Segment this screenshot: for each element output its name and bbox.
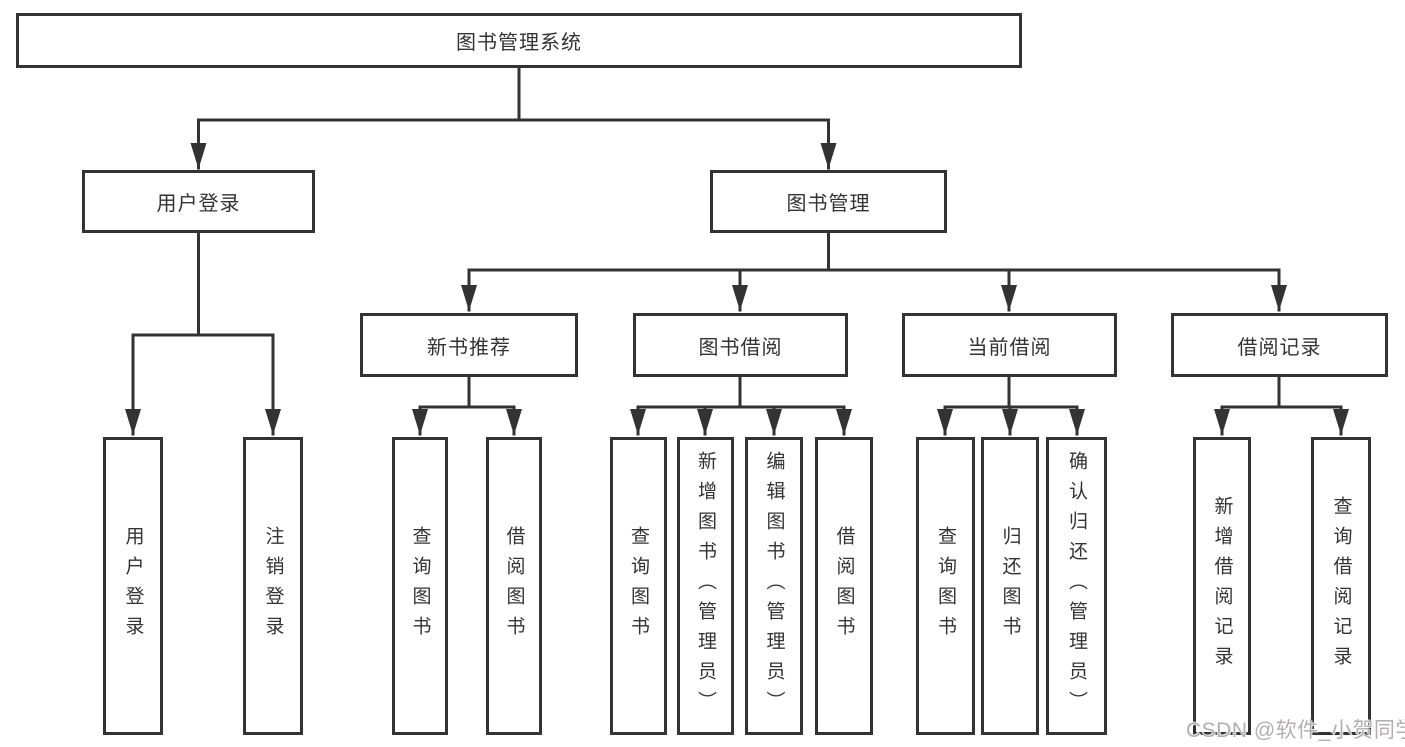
node-user-login-label: 用户登录 — [156, 193, 241, 215]
leaf-logout-label: 注销登录 — [262, 526, 284, 646]
leaf-query-borrow-record-label: 查询借阅记录 — [1330, 496, 1352, 676]
leaf-logout: 注销登录 — [243, 437, 303, 735]
leaf-confirm-return: 确认归还（管理员） — [1046, 437, 1107, 735]
leaf-add-borrow-record-label: 新增借阅记录 — [1211, 496, 1233, 676]
leaf-edit-book-label: 编辑图书（管理员） — [763, 451, 785, 721]
leaf-query-books-3-label: 查询图书 — [935, 526, 956, 646]
leaf-user-login: 用户登录 — [103, 437, 163, 735]
leaf-user-login-label: 用户登录 — [122, 526, 144, 646]
leaf-confirm-return-label: 确认归还（管理员） — [1066, 451, 1087, 721]
leaf-borrow-books-2: 借阅图书 — [815, 437, 873, 735]
leaf-borrow-books-1-label: 借阅图书 — [503, 526, 525, 646]
leaf-query-books-2-label: 查询图书 — [628, 526, 649, 646]
leaf-add-borrow-record: 新增借阅记录 — [1193, 437, 1251, 735]
leaf-edit-book: 编辑图书（管理员） — [745, 437, 803, 735]
leaf-query-borrow-record: 查询借阅记录 — [1311, 437, 1371, 735]
node-root-label: 图书管理系统 — [456, 32, 582, 54]
leaf-borrow-books-2-label: 借阅图书 — [833, 526, 855, 646]
csdn-watermark: CSDN @软件_小贺同学 — [1186, 719, 1405, 742]
leaf-return-book: 归还图书 — [981, 437, 1039, 735]
node-current-borrow-label: 当前借阅 — [967, 336, 1052, 359]
node-book-borrow: 图书借阅 — [633, 313, 848, 377]
leaf-return-book-label: 归还图书 — [999, 526, 1021, 646]
node-user-login: 用户登录 — [82, 170, 315, 233]
leaf-query-books-1-label: 查询图书 — [409, 526, 431, 646]
leaf-query-books-2: 查询图书 — [610, 437, 667, 735]
leaf-add-book: 新增图书（管理员） — [677, 437, 734, 735]
node-borrow-record: 借阅记录 — [1171, 313, 1388, 377]
node-borrow-record-label: 借阅记录 — [1237, 336, 1322, 359]
node-root: 图书管理系统 — [16, 13, 1022, 68]
leaf-add-book-label: 新增图书（管理员） — [695, 451, 716, 721]
node-book-mgmt-label: 图书管理 — [786, 193, 871, 215]
node-book-borrow-label: 图书借阅 — [698, 336, 783, 359]
node-current-borrow: 当前借阅 — [902, 313, 1117, 377]
leaf-borrow-books-1: 借阅图书 — [486, 437, 542, 735]
node-new-book-rec: 新书推荐 — [360, 313, 578, 377]
node-new-book-rec-label: 新书推荐 — [427, 336, 511, 359]
leaf-query-books-1: 查询图书 — [392, 437, 448, 735]
leaf-query-books-3: 查询图书 — [916, 437, 975, 735]
node-book-mgmt: 图书管理 — [710, 170, 947, 233]
